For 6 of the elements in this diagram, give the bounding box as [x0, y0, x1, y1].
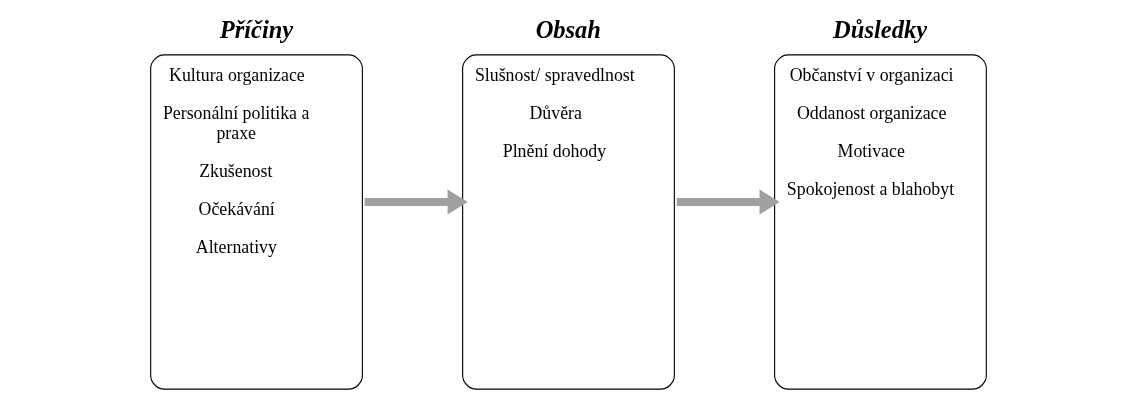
- node-label: Důsledky: [833, 15, 928, 43]
- node-box: Kultura organizace Personální politika a praxe Zkušenost Očekávání Alternativy: [150, 54, 363, 390]
- node-label: Příčiny: [219, 15, 294, 43]
- node-box: Občanství v organizaci Oddanost organizace Motivace Spokojenost a blahobyt: [774, 54, 987, 390]
- node-label: Obsah: [535, 15, 601, 43]
- node-box: Slušnost/ spravedlnost Důvěra Plnění dohody: [462, 54, 675, 390]
